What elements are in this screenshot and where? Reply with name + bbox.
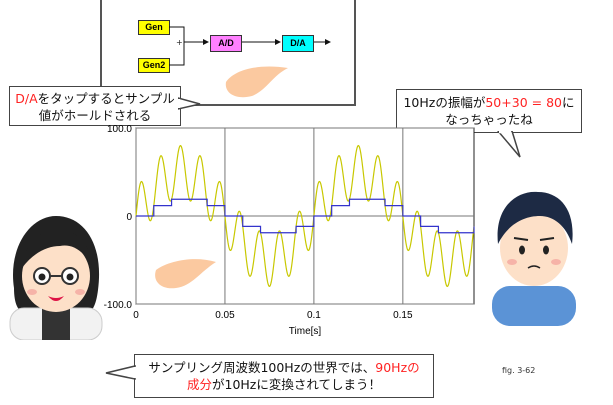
da-block[interactable]: D/A [282,35,314,52]
ad-block[interactable]: A/D [210,35,242,52]
y-tick-label: 0 [126,212,132,223]
sample-hold-line [136,198,475,234]
hand-pointer-icon [155,259,216,289]
bubble-bottom-tail [105,365,136,380]
bubble-bottom-red2: 成分 [186,377,212,392]
hand-pointer-icon [225,66,288,98]
bubble-bottom: サンプリング周波数100Hzの世界では、90Hzの 成分が10Hzに変換されてし… [134,354,434,398]
x-axis-label: Time[s] [289,326,322,337]
bubble-right-pre: 10Hzの振幅が [403,95,486,110]
x-tick-label: 0.05 [215,310,235,321]
bubble-right-red: 50+30 = 80 [485,95,562,110]
bubble-right-post: に [561,95,575,110]
gen2-block[interactable]: Gen2 [138,58,170,73]
x-tick-labels: 0 0.05 0.1 0.15 [133,310,413,321]
y-tick-label: -100.0 [104,300,132,311]
bubble-bottom-pre: サンプリング周波数100Hzの世界では、 [148,360,376,375]
block-wires [169,26,331,98]
y-tick-labels: 100.0 0 -100.0 [104,124,132,311]
bubble-left-tail [178,97,201,110]
x-tick-label: 0 [133,310,139,321]
x-tick-label: 0.1 [307,310,321,321]
bubble-right-tail [497,131,521,158]
plus-sign: + [176,38,183,47]
bubble-left-line1: をタップするとサンプル [37,91,175,106]
bubble-left: D/Aをタップするとサンプル 値がホールドされる [9,86,181,126]
bubble-left-line2: 値がホールドされる [38,108,152,123]
figure-label: fig. 3-62 [502,366,536,375]
analog-signal-line [135,144,475,288]
bubble-bottom-red1: 90Hzの [375,360,420,375]
bubble-right-line2: なっちゃったね [445,112,533,127]
bubble-right: 10Hzの振幅が50+30 = 80に なっちゃったね [396,89,582,133]
bubble-bottom-post: が10Hzに変換されてしまう！ [212,377,381,392]
bubble-left-red: D/A [15,91,38,106]
woman-character-illustration [9,216,103,340]
x-tick-label: 0.15 [393,310,413,321]
boy-character-illustration [492,191,576,326]
y-tick-label: 100.0 [107,124,132,135]
